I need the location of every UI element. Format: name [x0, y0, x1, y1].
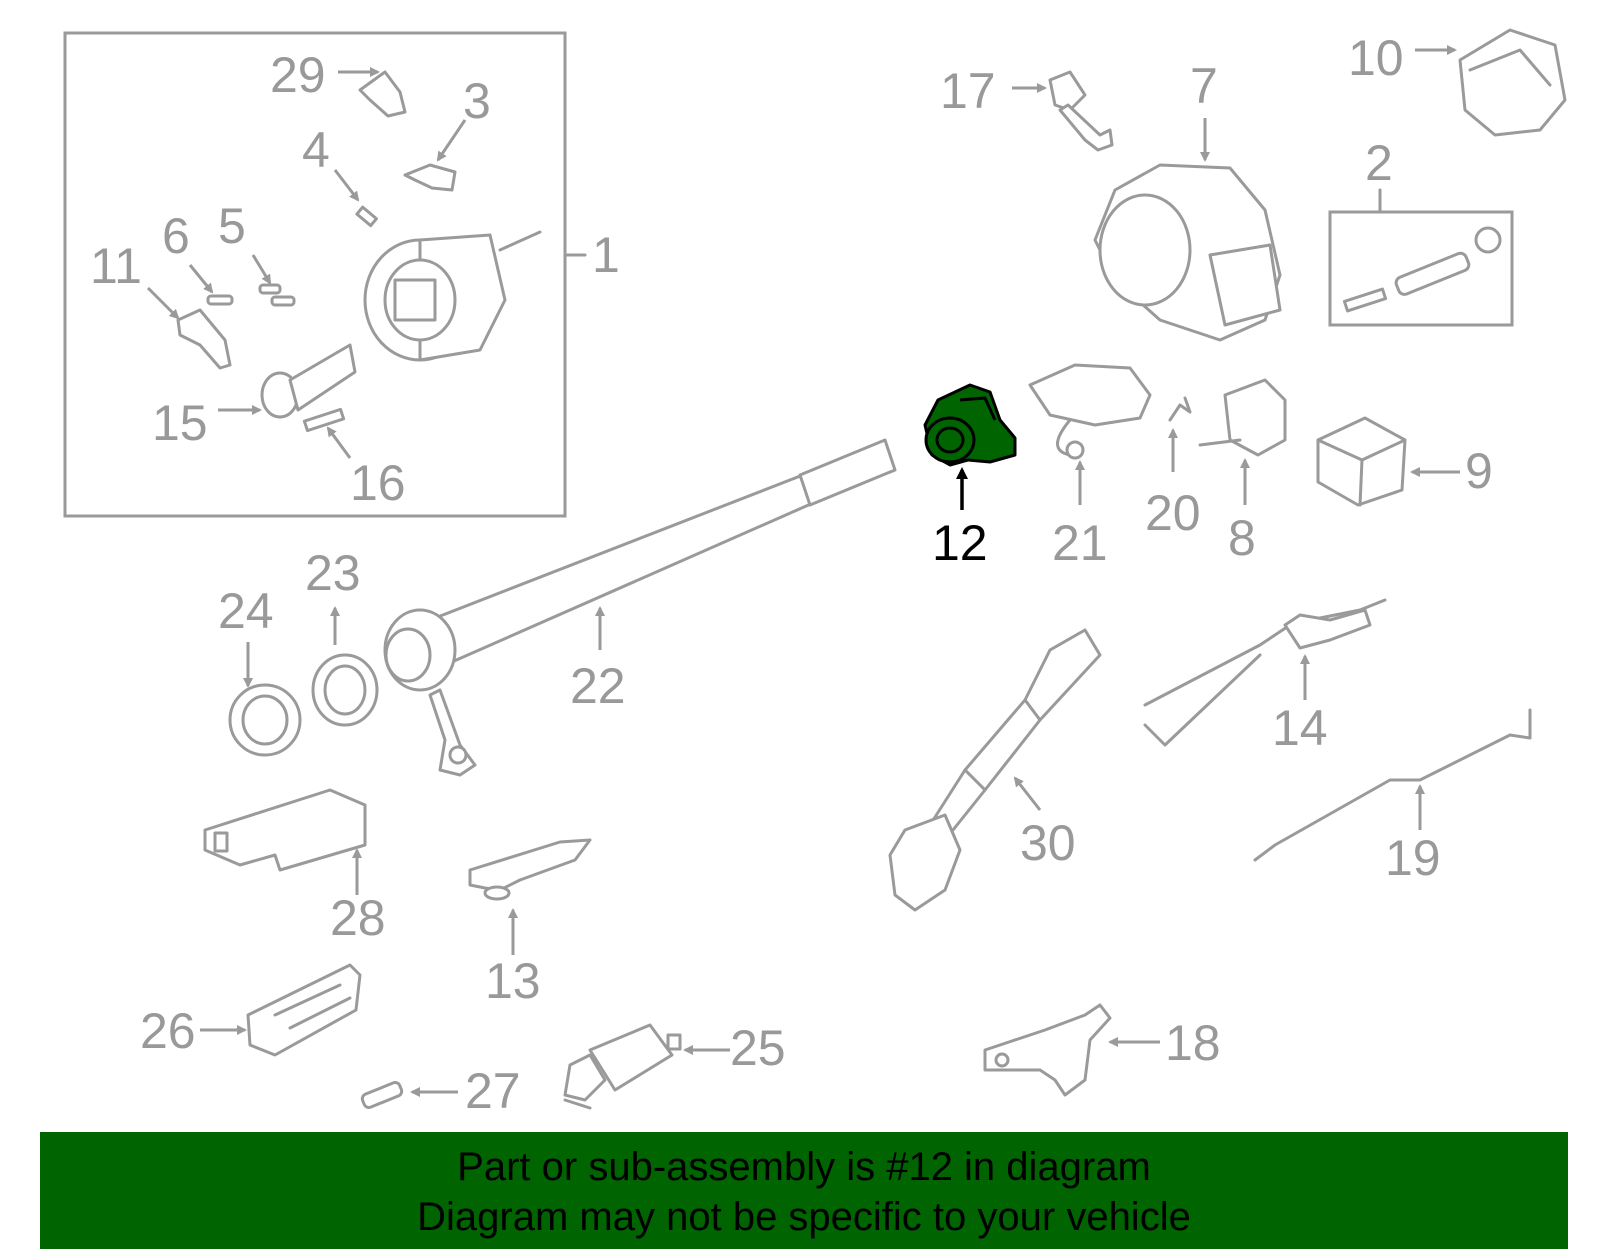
callout-24: 24	[218, 583, 274, 639]
callout-12: 12	[932, 515, 988, 571]
callout-19: 19	[1385, 830, 1441, 886]
spring-20-part[interactable]	[1168, 396, 1192, 422]
sensor-17-part[interactable]	[1048, 70, 1114, 152]
callout-18: 18	[1165, 1015, 1221, 1071]
pin-5-part[interactable]	[258, 283, 296, 307]
callout-11: 11	[90, 238, 142, 294]
callout-3: 3	[463, 73, 491, 129]
callout-14: 14	[1272, 700, 1328, 756]
cover-10-part[interactable]	[1458, 28, 1567, 137]
callout-2: 2	[1365, 135, 1393, 191]
callout-17: 17	[940, 63, 996, 119]
callout-25: 25	[730, 1020, 786, 1076]
pin-6-part[interactable]	[206, 294, 234, 306]
callout-29: 29	[270, 47, 326, 103]
callout-23: 23	[305, 545, 361, 601]
retainer-16-part[interactable]	[302, 407, 346, 433]
bracket-13-part[interactable]	[468, 838, 592, 901]
callout-21: 21	[1052, 515, 1108, 571]
bracket-18-part[interactable]	[983, 1003, 1112, 1097]
bolt-kit-2-part[interactable]	[1342, 226, 1502, 313]
pin-4-part[interactable]	[355, 205, 378, 228]
column-shaft-22-part[interactable]	[383, 438, 897, 777]
callout-20: 20	[1145, 485, 1201, 541]
part-12-highlighted[interactable]	[923, 383, 1017, 467]
info-banner: Part or sub-assembly is #12 in diagram D…	[40, 1132, 1568, 1249]
callout-9: 9	[1465, 443, 1493, 499]
intermediate-shaft-30-part[interactable]	[888, 628, 1102, 912]
callout-13: 13	[485, 953, 541, 1009]
callout-27: 27	[465, 1063, 521, 1119]
callout-4: 4	[302, 122, 330, 178]
callout-15: 15	[152, 395, 208, 451]
callout-5: 5	[218, 198, 246, 254]
callout-22: 22	[570, 658, 626, 714]
module-9-part[interactable]	[1316, 416, 1407, 507]
callout-1: 1	[592, 227, 620, 283]
cable-14-part[interactable]	[1143, 598, 1387, 747]
callout-10: 10	[1348, 30, 1404, 86]
callout-8: 8	[1228, 510, 1256, 566]
cable-19-part[interactable]	[1253, 708, 1532, 862]
spring-3-part[interactable]	[403, 163, 457, 192]
lock-cylinder-assembly-box	[63, 31, 567, 518]
key-cylinder-15-part[interactable]	[260, 343, 357, 419]
housing-7-part[interactable]	[1093, 163, 1282, 342]
bracket-28-part[interactable]	[203, 788, 367, 872]
callout-6: 6	[162, 208, 190, 264]
callout-7: 7	[1190, 58, 1218, 114]
solenoid-25-part[interactable]	[563, 1023, 682, 1110]
actuator-8-part[interactable]	[1198, 378, 1287, 457]
pad-26-part[interactable]	[246, 963, 362, 1057]
callout-16: 16	[350, 455, 406, 511]
bolt-kit-box	[1328, 210, 1514, 327]
bearing-23-part[interactable]	[311, 653, 379, 727]
callout-26: 26	[140, 1003, 196, 1059]
lock-housing-part[interactable]	[363, 230, 542, 362]
callout-28: 28	[330, 890, 386, 946]
switch-21-part[interactable]	[1028, 363, 1152, 460]
bearing-24-part[interactable]	[228, 683, 302, 757]
lever-11-part[interactable]	[176, 308, 232, 370]
banner-line-2: Diagram may not be specific to your vehi…	[417, 1195, 1191, 1239]
clip-29-part[interactable]	[358, 70, 407, 118]
banner-line-1: Part or sub-assembly is #12 in diagram	[457, 1145, 1151, 1189]
callout-30: 30	[1020, 815, 1076, 871]
spring-27-part[interactable]	[360, 1081, 404, 1109]
